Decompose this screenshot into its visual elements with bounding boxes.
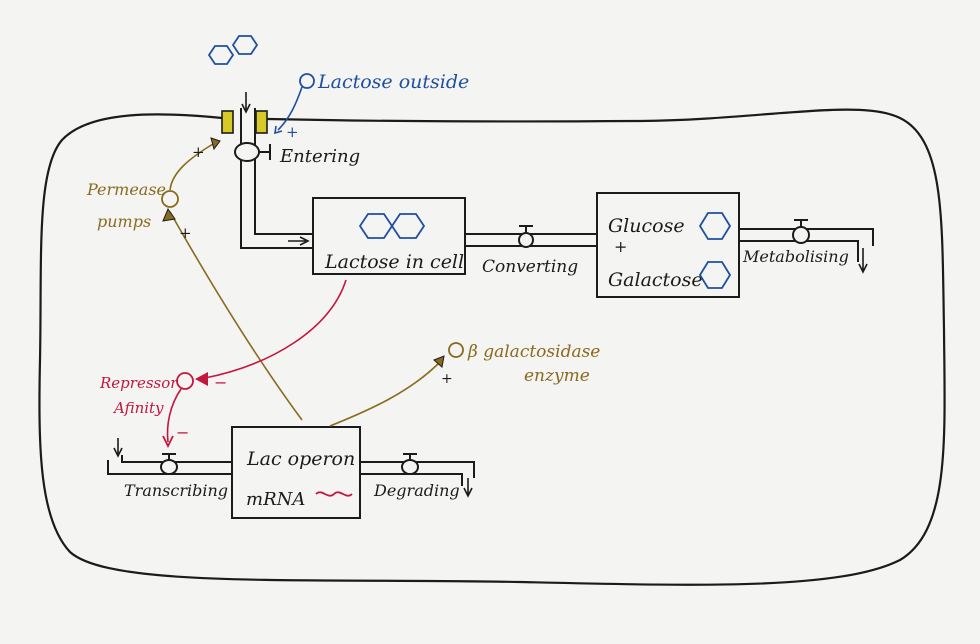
operon-to-permease-link — [169, 211, 303, 421]
permease-to-channel-link — [169, 143, 214, 191]
entering-valve — [234, 142, 260, 162]
converting-valve — [518, 232, 534, 248]
degrading-pipe-top — [360, 461, 475, 478]
sign-plus-beta: + — [441, 371, 453, 387]
permease-channel-left — [221, 110, 234, 134]
double-hexagon-icon — [207, 35, 259, 65]
permease-node — [161, 190, 179, 208]
metabolising-valve-stem — [794, 219, 808, 227]
cell-membrane — [38, 108, 946, 586]
degrading-valve-stem — [403, 453, 417, 460]
transcribing-source-arrow — [113, 438, 123, 458]
lactose-to-repressor-link — [204, 279, 347, 379]
transcribing-valve — [160, 459, 178, 475]
permease-to-channel-arrowhead — [210, 137, 221, 151]
sign-plus-permease-bottom: + — [179, 224, 192, 242]
permease-label-line2: pumps — [97, 212, 151, 231]
repressor-to-transcribing-link — [166, 388, 182, 443]
metabolising-valve — [792, 226, 810, 244]
repressor-label-line1: Repressor — [99, 374, 178, 392]
double-hexagon-icon — [358, 213, 426, 239]
beta-galactosidase-node — [448, 342, 464, 358]
entry-arrow-right — [288, 236, 310, 246]
metabolising-pipe-bottom — [739, 240, 859, 262]
galactose-label: Galactose — [608, 269, 703, 291]
sign-minus-repressor: − — [214, 373, 227, 392]
lactose-to-repressor-arrowhead — [195, 372, 208, 386]
converting-valve-stem — [519, 225, 533, 233]
hexagon-icon — [698, 261, 732, 289]
entering-label: Entering — [279, 146, 360, 167]
beta-label-line1: β galactosidase — [467, 342, 600, 362]
permease-channel-right — [255, 110, 268, 134]
degrading-pipe-bottom — [360, 473, 463, 486]
lac-operon-label: Lac operon — [246, 448, 355, 470]
operon-to-beta-arrowhead — [433, 355, 445, 368]
plus-sign: + — [614, 237, 627, 256]
degrading-sink-arrow — [463, 478, 473, 498]
sign-minus-transcribing: − — [176, 423, 189, 442]
lactose-outside-node — [299, 73, 315, 89]
entry-arrow-down — [241, 92, 251, 114]
lactose-in-cell-label: Lactose in cell — [324, 251, 464, 273]
hexagon-icon — [698, 212, 732, 240]
transcribing-pipe-bottom — [121, 455, 232, 463]
glucose-galactose-stock — [596, 192, 740, 298]
operon-to-permease-arrowhead — [162, 207, 176, 222]
degrading-label: Degrading — [373, 481, 460, 500]
repressor-to-transcribing-arrowhead — [162, 435, 174, 449]
lactose-outside-label: Lactose outside — [317, 71, 469, 93]
degrading-valve — [401, 459, 419, 475]
beta-label-line2: enzyme — [524, 366, 590, 386]
repressor-label-line2: Afinity — [112, 399, 164, 417]
metabolising-sink-arrow — [858, 248, 868, 274]
lactose-outside-link — [277, 86, 303, 131]
transcribing-label: Transcribing — [124, 481, 228, 500]
converting-label: Converting — [482, 257, 578, 277]
glucose-label: Glucose — [608, 215, 685, 237]
metabolising-pipe-top — [739, 228, 874, 246]
mrna-squiggle-icon — [315, 491, 353, 497]
entering-valve-stem — [259, 144, 271, 160]
transcribing-valve-stem — [162, 453, 176, 460]
entry-pipe-left-wall — [240, 108, 313, 249]
lactose-outside-arrowhead — [274, 125, 283, 135]
transcribing-pipe-top — [107, 460, 232, 475]
sign-plus-permease-top: + — [192, 143, 205, 161]
repressor-node — [176, 372, 194, 390]
mrna-label: mRNA — [246, 489, 305, 510]
operon-to-beta-link — [329, 361, 441, 427]
sign-plus-blue: + — [286, 123, 299, 141]
metabolising-label: Metabolising — [742, 247, 849, 266]
lac-operon-stock — [231, 426, 361, 519]
permease-label-line1: Permease — [86, 180, 166, 199]
lactose-in-cell-stock — [312, 197, 466, 275]
